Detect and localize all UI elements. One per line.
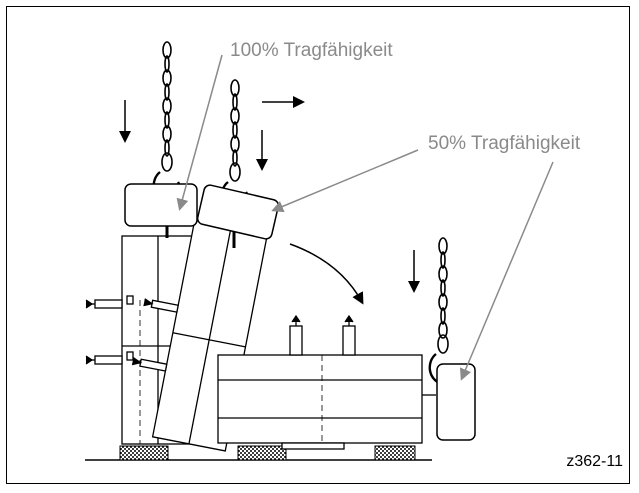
label-half-capacity: 50% Tragfähigkeit <box>428 133 581 154</box>
pointer-lines <box>176 54 554 381</box>
motion-arrows <box>119 96 420 305</box>
lift-blocks <box>124 183 476 441</box>
feet <box>119 445 416 461</box>
mold-horizontal <box>217 314 436 450</box>
mold-tilted <box>131 218 269 452</box>
figure-id: z362-11 <box>566 453 623 470</box>
label-full-capacity: 100% Tragfähigkeit <box>230 40 393 61</box>
